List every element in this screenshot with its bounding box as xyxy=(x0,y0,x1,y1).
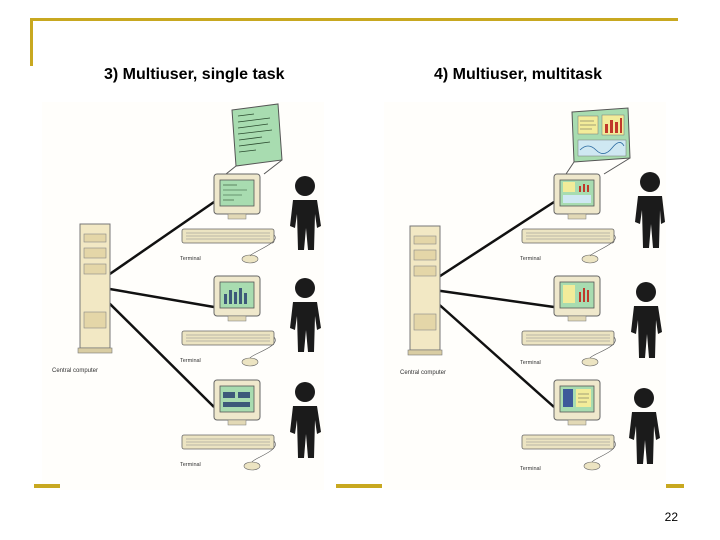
user-figure-3 xyxy=(290,382,321,458)
central-computer xyxy=(407,225,443,356)
bottom-rule-right xyxy=(666,484,684,488)
central-computer xyxy=(77,223,113,354)
terminal-2 xyxy=(181,275,276,367)
central-computer-label: Central computer xyxy=(52,368,98,374)
terminal-1 xyxy=(181,173,276,264)
single-task-illustration: Central computer xyxy=(42,102,324,490)
terminal-1-label: Terminal xyxy=(520,256,541,262)
right-panel-title: 4) Multiuser, multitask xyxy=(434,66,603,83)
terminal-2-label: Terminal xyxy=(520,360,541,366)
bottom-rule-left xyxy=(34,484,60,488)
user-figure-1 xyxy=(635,172,665,248)
left-panel-title: 3) Multiuser, single task xyxy=(104,66,285,83)
network-cables xyxy=(433,200,555,408)
slide-frame-left-rule xyxy=(30,18,33,66)
terminal-3-label: Terminal xyxy=(180,462,201,468)
multitask-illustration: Central computer Terminal xyxy=(384,102,666,490)
slide-frame-top-rule xyxy=(30,18,678,21)
central-computer-label: Central computer xyxy=(400,370,446,376)
terminal-3-label: Terminal xyxy=(520,466,541,472)
terminal-2 xyxy=(521,275,616,367)
terminal-3 xyxy=(521,379,616,471)
user-figure-2 xyxy=(290,278,321,352)
page-number: 22 xyxy=(664,510,678,524)
user-figure-2 xyxy=(631,282,662,358)
terminal-1-label: Terminal xyxy=(180,256,201,262)
terminal-1 xyxy=(521,173,616,264)
user-figure-3 xyxy=(629,388,660,464)
terminal-3 xyxy=(181,379,276,471)
multitask-screen-popup xyxy=(565,107,631,175)
terminal-2-label: Terminal xyxy=(180,358,201,364)
network-cables xyxy=(103,200,215,408)
user-figure-1 xyxy=(290,176,321,250)
task-screen-popup xyxy=(225,103,283,175)
bottom-rule-middle xyxy=(336,484,382,488)
